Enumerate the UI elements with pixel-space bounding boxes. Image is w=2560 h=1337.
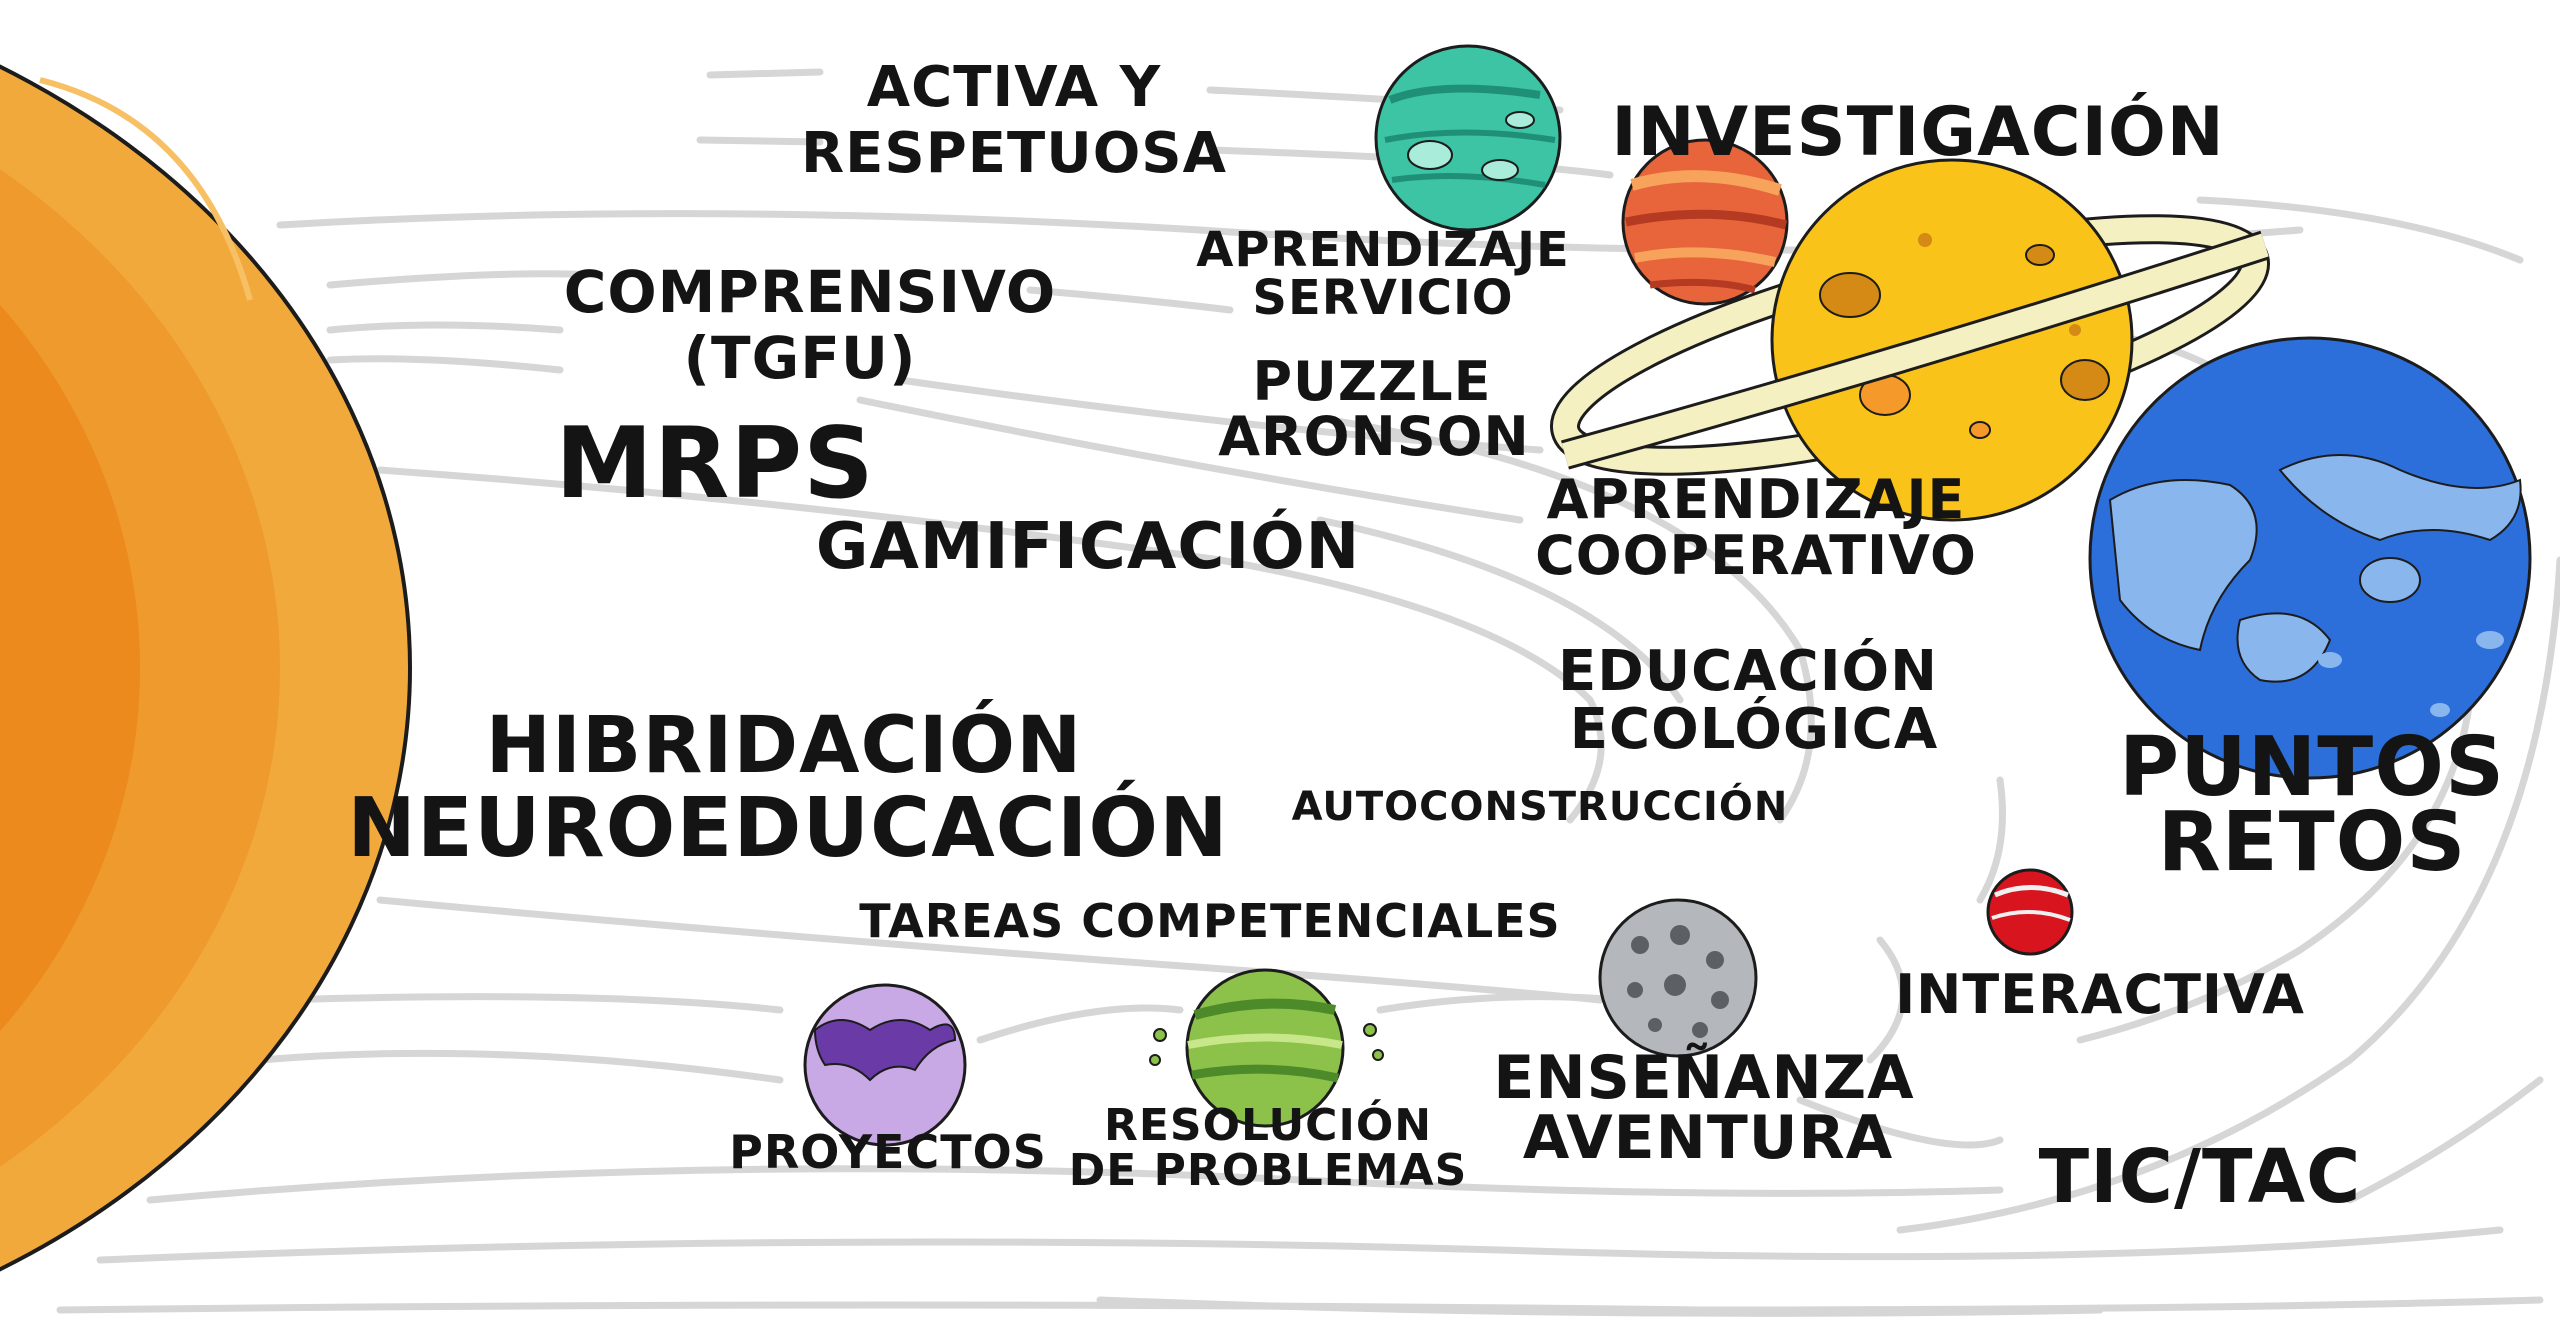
red-planet-icon <box>1986 868 2074 956</box>
label-aprendizaje-cooperativo-2: COOPERATIVO <box>1535 524 1977 587</box>
label-puntos: PUNTOS <box>2119 720 2505 815</box>
label-de-problemas: DE PROBLEMAS <box>1069 1145 1468 1196</box>
striped-planet-icon <box>1621 138 1789 306</box>
label-interactiva: INTERACTIVA <box>1895 963 2305 1026</box>
label-investigacion: INVESTIGACIÓN <box>1611 92 2224 172</box>
ringed-planet-icon <box>1550 158 2270 522</box>
label-educacion: EDUCACIÓN <box>1558 639 1938 704</box>
label-ecologica: ECOLÓGICA <box>1570 697 1939 762</box>
green-striped-planet-icon <box>1149 968 1384 1128</box>
label-activa-y: ACTIVA Y <box>867 55 1162 120</box>
label-neuroeducacion: NEUROEDUCACIÓN <box>347 779 1228 876</box>
label-aprendizaje-servicio-2: SERVICIO <box>1252 270 1513 326</box>
sun-icon <box>0 64 412 1272</box>
label-tic-tac: TIC/TAC <box>2039 1134 2362 1220</box>
label-mrps: MRPS <box>555 407 874 521</box>
label-tareas-competenciales: TAREAS COMPETENCIALES <box>859 894 1560 948</box>
gray-cratered-planet-icon <box>1598 898 1758 1058</box>
label-gamificacion: GAMIFICACIÓN <box>816 508 1360 584</box>
label-respetuosa: RESPETUOSA <box>801 121 1227 186</box>
label-resolucion: RESOLUCIÓN <box>1104 1098 1432 1151</box>
label-autoconstruccion: AUTOCONSTRUCCIÓN <box>1292 782 1789 830</box>
label-comprensivo: COMPRENSIVO <box>564 258 1056 326</box>
purple-planet-icon <box>803 983 967 1147</box>
label-aprendizaje-servicio-1: APRENDIZAJE <box>1196 222 1570 278</box>
label-aprendizaje-cooperativo-1: APRENDIZAJE <box>1547 468 1966 531</box>
label-puzzle: PUZZLE <box>1252 350 1491 413</box>
label-tgfu: (TGFU) <box>684 324 917 392</box>
blue-planet-icon <box>2088 336 2532 780</box>
teal-planet-icon <box>1374 44 1562 232</box>
label-ensenanza: ENSEÑANZA <box>1493 1041 1914 1113</box>
label-hibridacion: HIBRIDACIÓN <box>486 699 1083 791</box>
label-aventura: AVENTURA <box>1523 1103 1893 1173</box>
labels: ACTIVA Y RESPETUOSA INVESTIGACIÓN APREND… <box>347 55 2505 1220</box>
label-retos: RETOS <box>2158 795 2467 890</box>
label-proyectos: PROYECTOS <box>729 1125 1047 1179</box>
label-aronson: ARONSON <box>1218 405 1529 468</box>
orbit-lines <box>56 68 2560 1317</box>
